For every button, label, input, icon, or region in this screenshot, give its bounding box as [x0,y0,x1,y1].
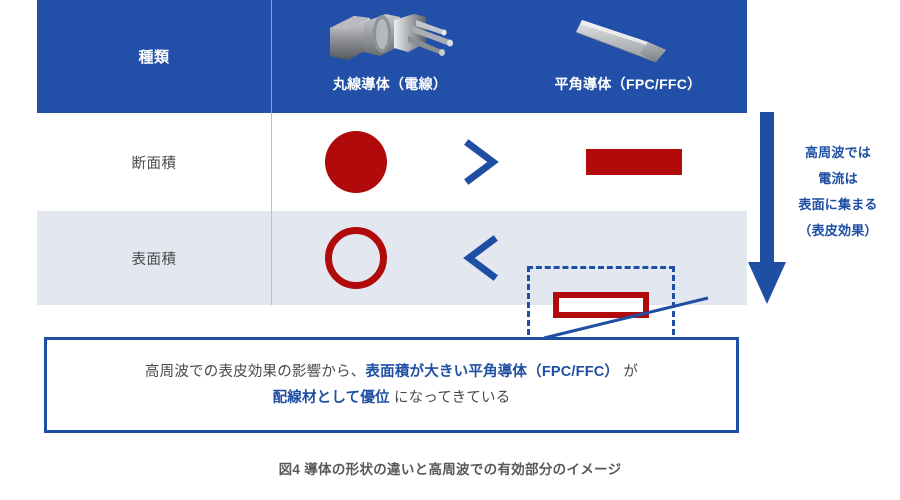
row-label-surface-area: 表面積 [131,251,177,268]
cross-section-round-shape-slot [271,131,441,193]
note-line-2: 電流は [818,171,858,186]
callout-line-1: 高周波での表皮効果の影響から、表面積が大きい平角導体（FPC/FFC） が [145,359,638,385]
callout-line1-post: が [619,364,639,380]
hollow-circle-icon [325,227,387,289]
highlight-dashed-box [527,266,675,344]
comparison-table: 種類 [37,0,747,344]
callout-line2-post: になってきている [389,390,511,406]
conclusion-callout-text: 高周波での表皮効果の影響から、表面積が大きい平角導体（FPC/FFC） が 配線… [145,359,638,411]
less-than-icon [463,235,498,281]
cross-section-comparator-slot [441,136,521,188]
row-label-cross-section: 断面積 [131,155,177,172]
surface-area-comparator-slot [441,232,521,284]
round-wire-cable-photo [324,6,456,72]
hollow-bar-icon [553,292,649,318]
cross-section-flat-shape-slot [521,149,747,175]
header-column-flat-conductor: 平角導体（FPC/FFC） [509,0,747,113]
table-row-header: 種類 [37,0,747,113]
header-caption-round-wire: 丸線導体（電線） [332,76,448,92]
header-caption-flat-conductor: 平角導体（FPC/FFC） [554,76,702,92]
table-row-surface-area: 表面積 [37,211,747,344]
row-label-cell-type: 種類 [37,0,271,113]
flat-ribbon-cable-photo [562,6,694,72]
skin-effect-note: 高周波では 電流は 表面に集まる （表皮効果） [744,112,900,308]
filled-circle-icon [325,131,387,193]
note-line-3: 表面に集まる [798,197,878,212]
greater-than-icon [464,139,499,185]
note-line-1: 高周波では [804,145,871,160]
header-label-divider [271,0,272,113]
callout-line2-emphasis: 配線材として優位 [272,390,390,406]
surface-area-round-shape-slot [271,227,441,289]
table-row-cross-section: 断面積 [37,113,747,211]
surface-area-divider [271,211,272,305]
row-label-cell-surface-area: 表面積 [37,211,271,305]
skin-effect-note-lines: 高周波では 電流は 表面に集まる （表皮効果） [778,140,898,244]
callout-line1-pre: 高周波での表皮効果の影響から、 [144,364,366,380]
callout-line-2: 配線材として優位 になってきている [145,385,638,411]
cross-section-shapes-cell [271,113,747,211]
conclusion-callout: 高周波での表皮効果の影響から、表面積が大きい平角導体（FPC/FFC） が 配線… [44,337,739,433]
figure-caption: 図4 導体の形状の違いと高周波での有効部分のイメージ [278,462,622,477]
surface-area-shapes-cell [271,211,747,344]
filled-bar-icon [586,149,682,175]
callout-line1-emphasis: 表面積が大きい平角導体（FPC/FFC） [365,364,620,380]
cross-section-divider [271,113,272,211]
row-label-cell-cross-section: 断面積 [37,113,271,211]
header-column-round-wire: 丸線導体（電線） [271,0,509,113]
header-columns-cell: 丸線導体（電線） [271,0,747,113]
down-arrow-icon [748,112,786,304]
note-line-4: （表皮効果） [798,223,878,238]
row-label-type: 種類 [138,49,170,66]
